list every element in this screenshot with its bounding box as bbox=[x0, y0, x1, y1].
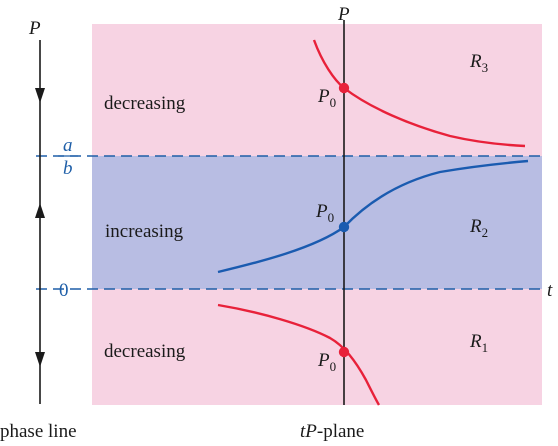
region-r3-name: R3 bbox=[469, 51, 488, 75]
initial-point-top bbox=[338, 82, 350, 94]
p-axis-label: P bbox=[337, 4, 350, 25]
phase-line-caption: phase line bbox=[0, 421, 77, 442]
tick-a-numerator: a bbox=[63, 135, 73, 156]
region-r1-name: R1 bbox=[469, 331, 488, 355]
initial-point-middle-label: P0 bbox=[315, 201, 334, 225]
region-middle-behavior-label: increasing bbox=[105, 221, 184, 242]
tp-plane-caption: tP-plane bbox=[300, 421, 364, 442]
region-r3-background bbox=[92, 24, 542, 156]
t-axis-label: t bbox=[547, 280, 553, 301]
initial-point-bottom bbox=[338, 346, 350, 358]
phase-line-arrow-up-middle bbox=[35, 203, 45, 218]
phase-line-arrow-down-bottom bbox=[35, 352, 45, 367]
phase-line-arrow-down-top bbox=[35, 88, 45, 103]
region-r2-background bbox=[92, 156, 542, 289]
region-bottom-behavior-label: decreasing bbox=[104, 341, 186, 362]
tick-a-denominator: b bbox=[63, 158, 73, 179]
solution-curve-top bbox=[312, 39, 526, 148]
phase-line-p-label: P bbox=[28, 18, 41, 39]
region-top-behavior-label: decreasing bbox=[104, 93, 186, 114]
initial-point-top-label: P0 bbox=[317, 86, 336, 110]
solution-curve-middle bbox=[217, 159, 529, 274]
region-r1-background bbox=[92, 289, 542, 405]
initial-point-middle bbox=[338, 221, 350, 233]
tick-zero-label: 0 bbox=[59, 280, 69, 301]
region-r2-name: R2 bbox=[469, 216, 488, 240]
initial-point-bottom-label: P0 bbox=[317, 350, 336, 374]
